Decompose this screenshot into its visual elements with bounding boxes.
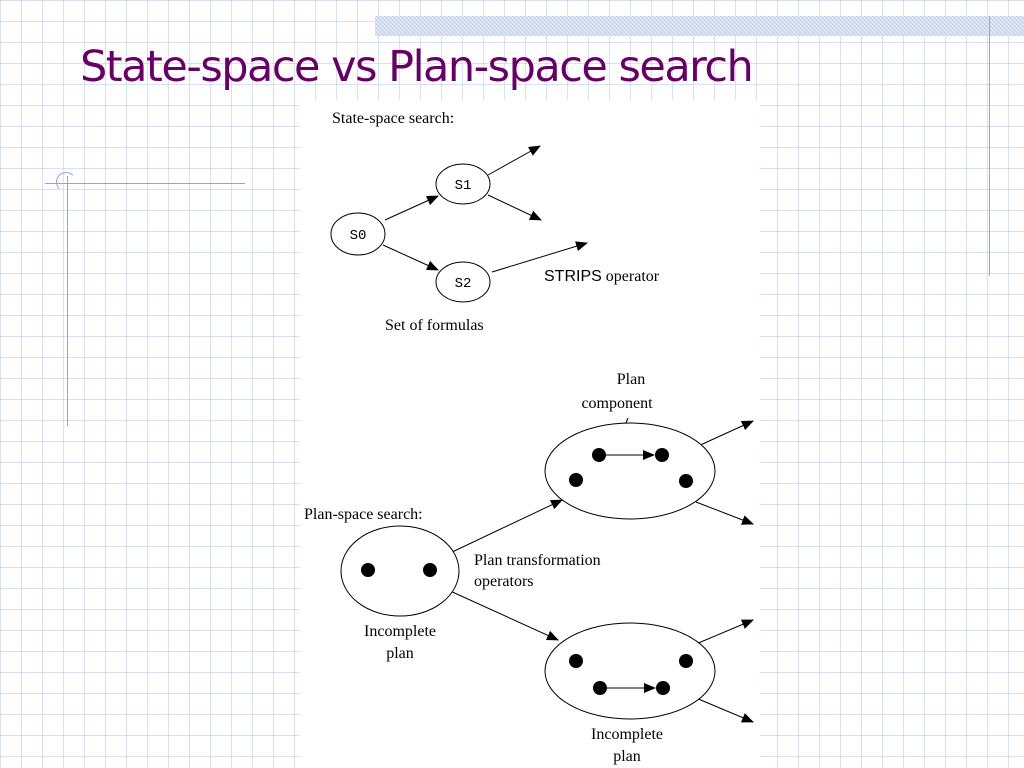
top-decor-band bbox=[375, 16, 1024, 36]
plan-step-dot bbox=[361, 563, 375, 577]
state-space-heading: State-space search: bbox=[332, 110, 454, 127]
plan-step-dot bbox=[679, 474, 693, 488]
plan-step-dot bbox=[679, 654, 693, 668]
strips-word: STRIPS bbox=[544, 268, 602, 285]
edge-s1-out-down bbox=[487, 194, 542, 221]
edge-s0-s1 bbox=[384, 195, 439, 221]
edge-incomplete-to-top-plan bbox=[447, 499, 563, 555]
incomplete-plan-left-line2: plan bbox=[386, 645, 414, 662]
state-node-s1: S1 bbox=[435, 163, 491, 205]
state-node-s0: S0 bbox=[330, 212, 386, 256]
plan-step-dot bbox=[569, 473, 583, 487]
plan-step-dot bbox=[593, 681, 607, 695]
plan-step-dot bbox=[655, 448, 669, 462]
plan-space-edges bbox=[447, 420, 754, 723]
plan-step-dot bbox=[592, 448, 606, 462]
plan-component-label-line1: Plan bbox=[617, 371, 645, 388]
plan-step-dot bbox=[423, 563, 437, 577]
plan-step-dot bbox=[656, 681, 670, 695]
incomplete-plan-bottom-line1: Incomplete bbox=[591, 726, 663, 743]
incomplete-plan-left-line1: Incomplete bbox=[364, 623, 436, 640]
strips-operator-label: STRIPS operator bbox=[544, 268, 660, 285]
edge-incomplete-to-bottom-plan bbox=[447, 589, 559, 641]
search-diagram-figure: State-space search: S0 S1 S2 STRIPS oper… bbox=[300, 100, 760, 768]
edge-s0-s2 bbox=[382, 244, 439, 271]
edge-s2-out-strips bbox=[491, 241, 588, 273]
refined-plan-node-bottom bbox=[544, 622, 716, 720]
refined-plan-node-top bbox=[544, 422, 716, 520]
edge-top-plan-out-down bbox=[695, 501, 754, 525]
incomplete-plan-bottom-line2: plan bbox=[613, 748, 641, 765]
right-decor-rule bbox=[989, 16, 990, 276]
plan-component-label-line2: component bbox=[581, 395, 653, 412]
plan-transformation-label-line2: operators bbox=[474, 573, 534, 590]
state-label-s0: S0 bbox=[350, 228, 367, 244]
incomplete-plan-node bbox=[340, 525, 460, 617]
edge-bottom-plan-out-up bbox=[695, 619, 754, 645]
edge-s1-out-up bbox=[487, 145, 541, 176]
state-label-s2: S2 bbox=[455, 276, 472, 292]
plan-step-dot bbox=[569, 654, 583, 668]
plan-transformation-label-line1: Plan transformation bbox=[474, 552, 601, 569]
plan-space-heading: Plan-space search: bbox=[304, 506, 423, 523]
slide-title: State-space vs Plan-space search bbox=[80, 42, 754, 92]
search-diagram-svg: State-space search: S0 S1 S2 STRIPS oper… bbox=[304, 110, 754, 765]
horizontal-decor-rule bbox=[45, 183, 245, 184]
operator-word: operator bbox=[602, 268, 660, 285]
state-space-edges bbox=[382, 145, 588, 273]
state-label-s1: S1 bbox=[455, 178, 472, 194]
set-of-formulas-caption: Set of formulas bbox=[385, 317, 484, 334]
decor-ring bbox=[56, 172, 76, 192]
edge-top-plan-out-up bbox=[695, 420, 754, 448]
state-node-s2: S2 bbox=[435, 261, 491, 303]
edge-bottom-plan-out-down bbox=[695, 697, 754, 723]
left-decor-rule bbox=[67, 176, 68, 426]
